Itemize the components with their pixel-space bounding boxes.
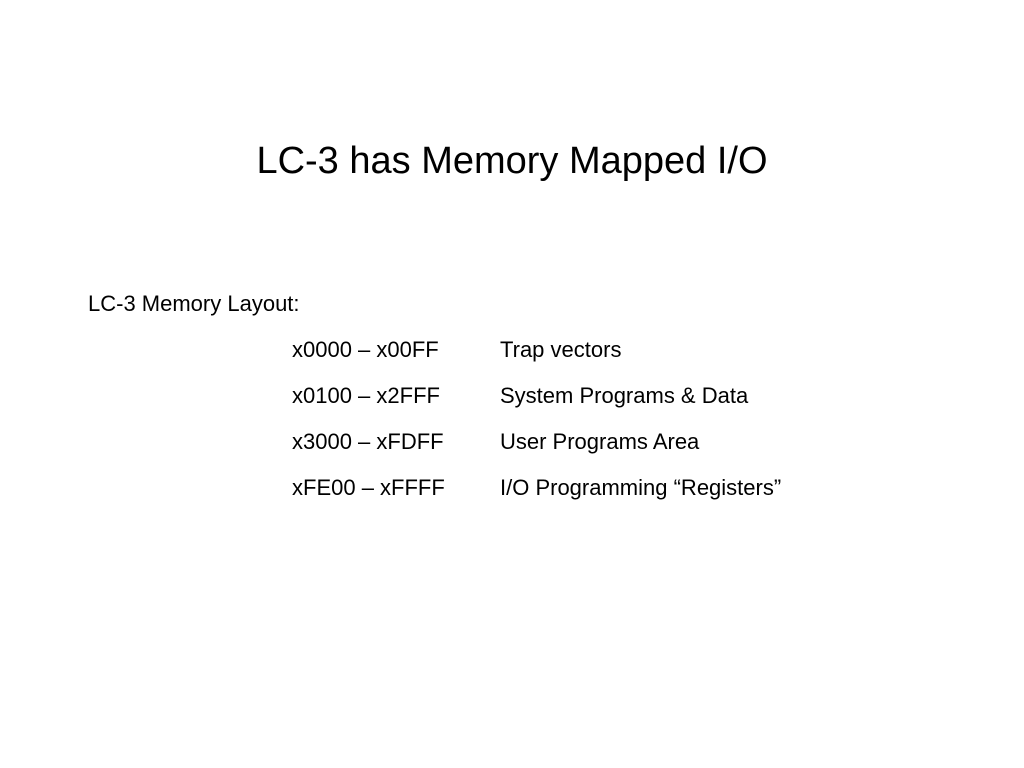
region-description: I/O Programming “Registers” — [500, 475, 782, 500]
address-range: x3000 – xFDFF — [292, 429, 444, 454]
memory-layout-table: x0000 – x00FF Trap vectors x0100 – x2FFF… — [292, 336, 781, 520]
address-range: x0000 – x00FF — [292, 337, 439, 362]
memory-layout-row: xFE00 – xFFFF I/O Programming “Registers… — [292, 474, 781, 520]
address-range: xFE00 – xFFFF — [292, 475, 445, 500]
region-description: Trap vectors — [500, 337, 622, 362]
memory-layout-row: x3000 – xFDFF User Programs Area — [292, 428, 781, 474]
region-description: User Programs Area — [500, 429, 700, 454]
slide-title: LC-3 has Memory Mapped I/O — [256, 140, 768, 182]
region-description: System Programs & Data — [500, 383, 749, 408]
memory-layout-row: x0100 – x2FFF System Programs & Data — [292, 382, 781, 428]
memory-layout-heading: LC-3 Memory Layout: — [88, 291, 300, 316]
memory-layout-row: x0000 – x00FF Trap vectors — [292, 336, 781, 382]
address-range: x0100 – x2FFF — [292, 383, 440, 408]
